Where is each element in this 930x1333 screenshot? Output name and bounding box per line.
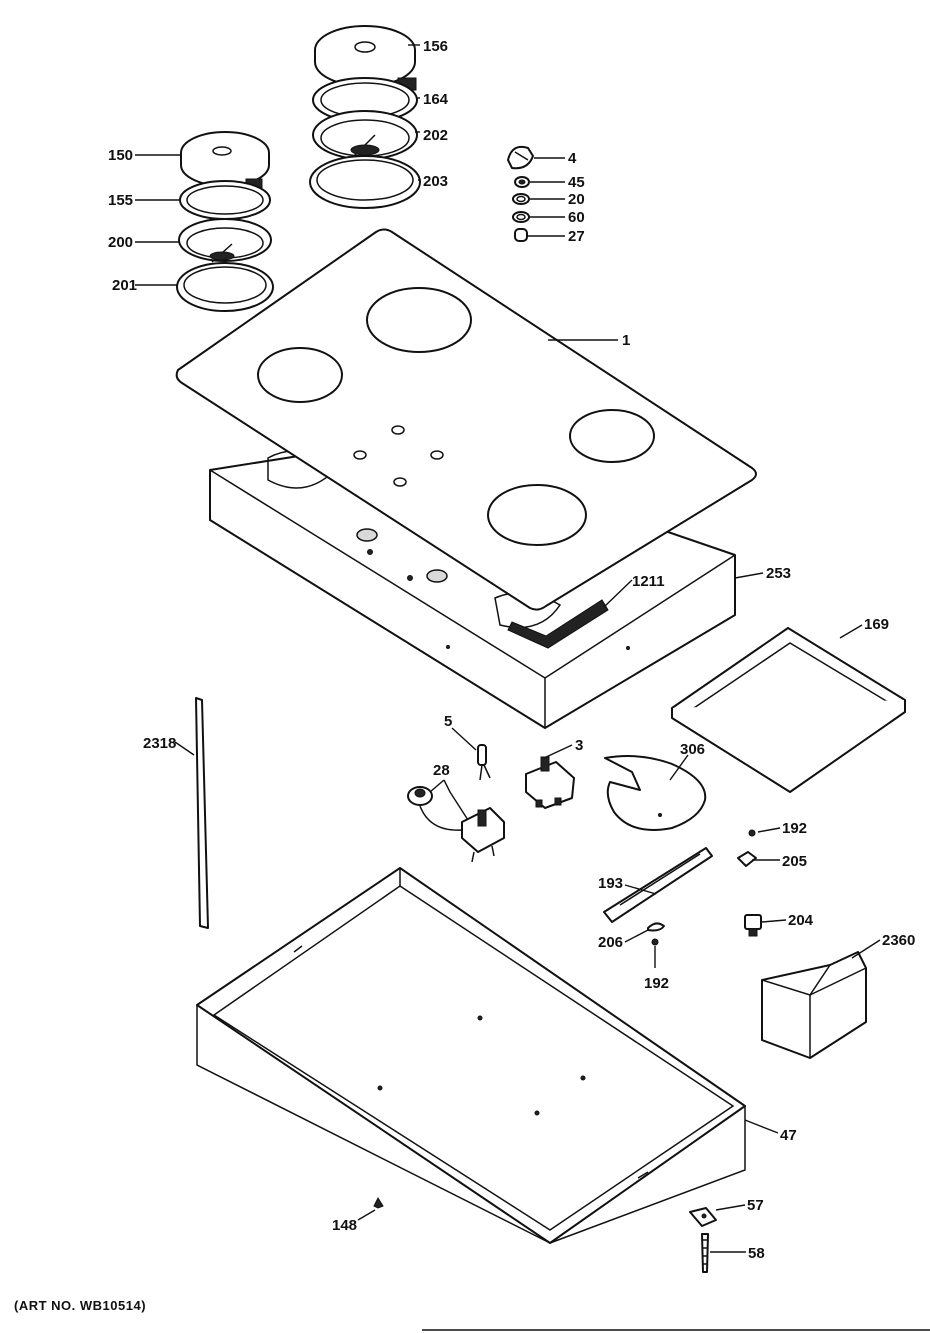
callout-206: 206 bbox=[598, 934, 623, 951]
burner-control bbox=[407, 786, 505, 863]
callout-1211: 1211 bbox=[632, 573, 665, 590]
callout-58: 58 bbox=[748, 1245, 765, 1262]
callout-201: 201 bbox=[112, 277, 137, 294]
small-burner-head bbox=[178, 218, 272, 263]
callout-155: 155 bbox=[108, 192, 133, 209]
large-burner-head bbox=[312, 110, 418, 161]
callout-156: 156 bbox=[423, 38, 448, 55]
knob-spacer-27 bbox=[514, 228, 528, 242]
callout-27: 27 bbox=[568, 228, 585, 245]
pan-fastener bbox=[373, 1196, 384, 1209]
callout-20: 20 bbox=[568, 191, 585, 208]
bottom-pan bbox=[196, 867, 746, 1244]
mounting-screw bbox=[701, 1233, 709, 1273]
knob-washer-20 bbox=[512, 193, 530, 205]
terminal-block-204 bbox=[744, 914, 762, 937]
callout-193: 193 bbox=[598, 875, 623, 892]
callout-148: 148 bbox=[332, 1217, 357, 1234]
callout-57: 57 bbox=[747, 1197, 764, 1214]
drip-tray bbox=[671, 627, 906, 793]
large-burner-base bbox=[309, 155, 421, 209]
trim-strip bbox=[195, 697, 209, 929]
small-burner-cap bbox=[180, 131, 270, 191]
callout-4: 4 bbox=[568, 150, 577, 167]
callout-306: 306 bbox=[680, 741, 705, 758]
small-burner-base bbox=[176, 262, 274, 312]
clip-192-bottom bbox=[651, 938, 659, 946]
callout-150: 150 bbox=[108, 147, 133, 164]
mounting-bracket bbox=[689, 1207, 717, 1227]
callout-192-bottom: 192 bbox=[644, 975, 669, 992]
callout-169: 169 bbox=[864, 616, 889, 633]
callout-202: 202 bbox=[423, 127, 448, 144]
callout-2360: 2360 bbox=[882, 932, 915, 949]
callout-2318: 2318 bbox=[143, 735, 176, 752]
clip-192-top bbox=[748, 829, 756, 837]
callout-205: 205 bbox=[782, 853, 807, 870]
gasket-strip bbox=[507, 599, 609, 649]
callout-3: 3 bbox=[575, 737, 583, 754]
callout-1: 1 bbox=[622, 332, 630, 349]
callout-200: 200 bbox=[108, 234, 133, 251]
callout-45: 45 bbox=[568, 174, 585, 191]
callout-164: 164 bbox=[423, 91, 449, 108]
callout-60: 60 bbox=[568, 209, 585, 226]
art-number: (ART NO. WB10514) bbox=[14, 1298, 146, 1313]
clip-206 bbox=[647, 922, 665, 932]
callout-203: 203 bbox=[423, 173, 448, 190]
bracket-bar bbox=[603, 847, 713, 923]
insulation-block bbox=[761, 951, 867, 1059]
indicator-light bbox=[477, 744, 491, 781]
cover-plate bbox=[604, 755, 707, 831]
callout-253: 253 bbox=[766, 565, 791, 582]
callout-5: 5 bbox=[444, 713, 452, 730]
small-burner-ring bbox=[179, 180, 271, 220]
surface-switch bbox=[525, 756, 575, 809]
knob-washer-45 bbox=[514, 176, 530, 188]
leader-lines bbox=[135, 44, 881, 1253]
callout-192-top: 192 bbox=[782, 820, 807, 837]
control-knob bbox=[507, 145, 534, 170]
knob-washer-60 bbox=[512, 211, 530, 223]
callout-labels: 156 164 202 203 150 155 200 201 4 45 20 … bbox=[108, 38, 915, 1262]
callout-47: 47 bbox=[780, 1127, 797, 1144]
clip-205 bbox=[737, 851, 757, 867]
callout-28: 28 bbox=[433, 762, 450, 779]
callout-204: 204 bbox=[788, 912, 814, 929]
glass-cooktop bbox=[175, 228, 757, 611]
